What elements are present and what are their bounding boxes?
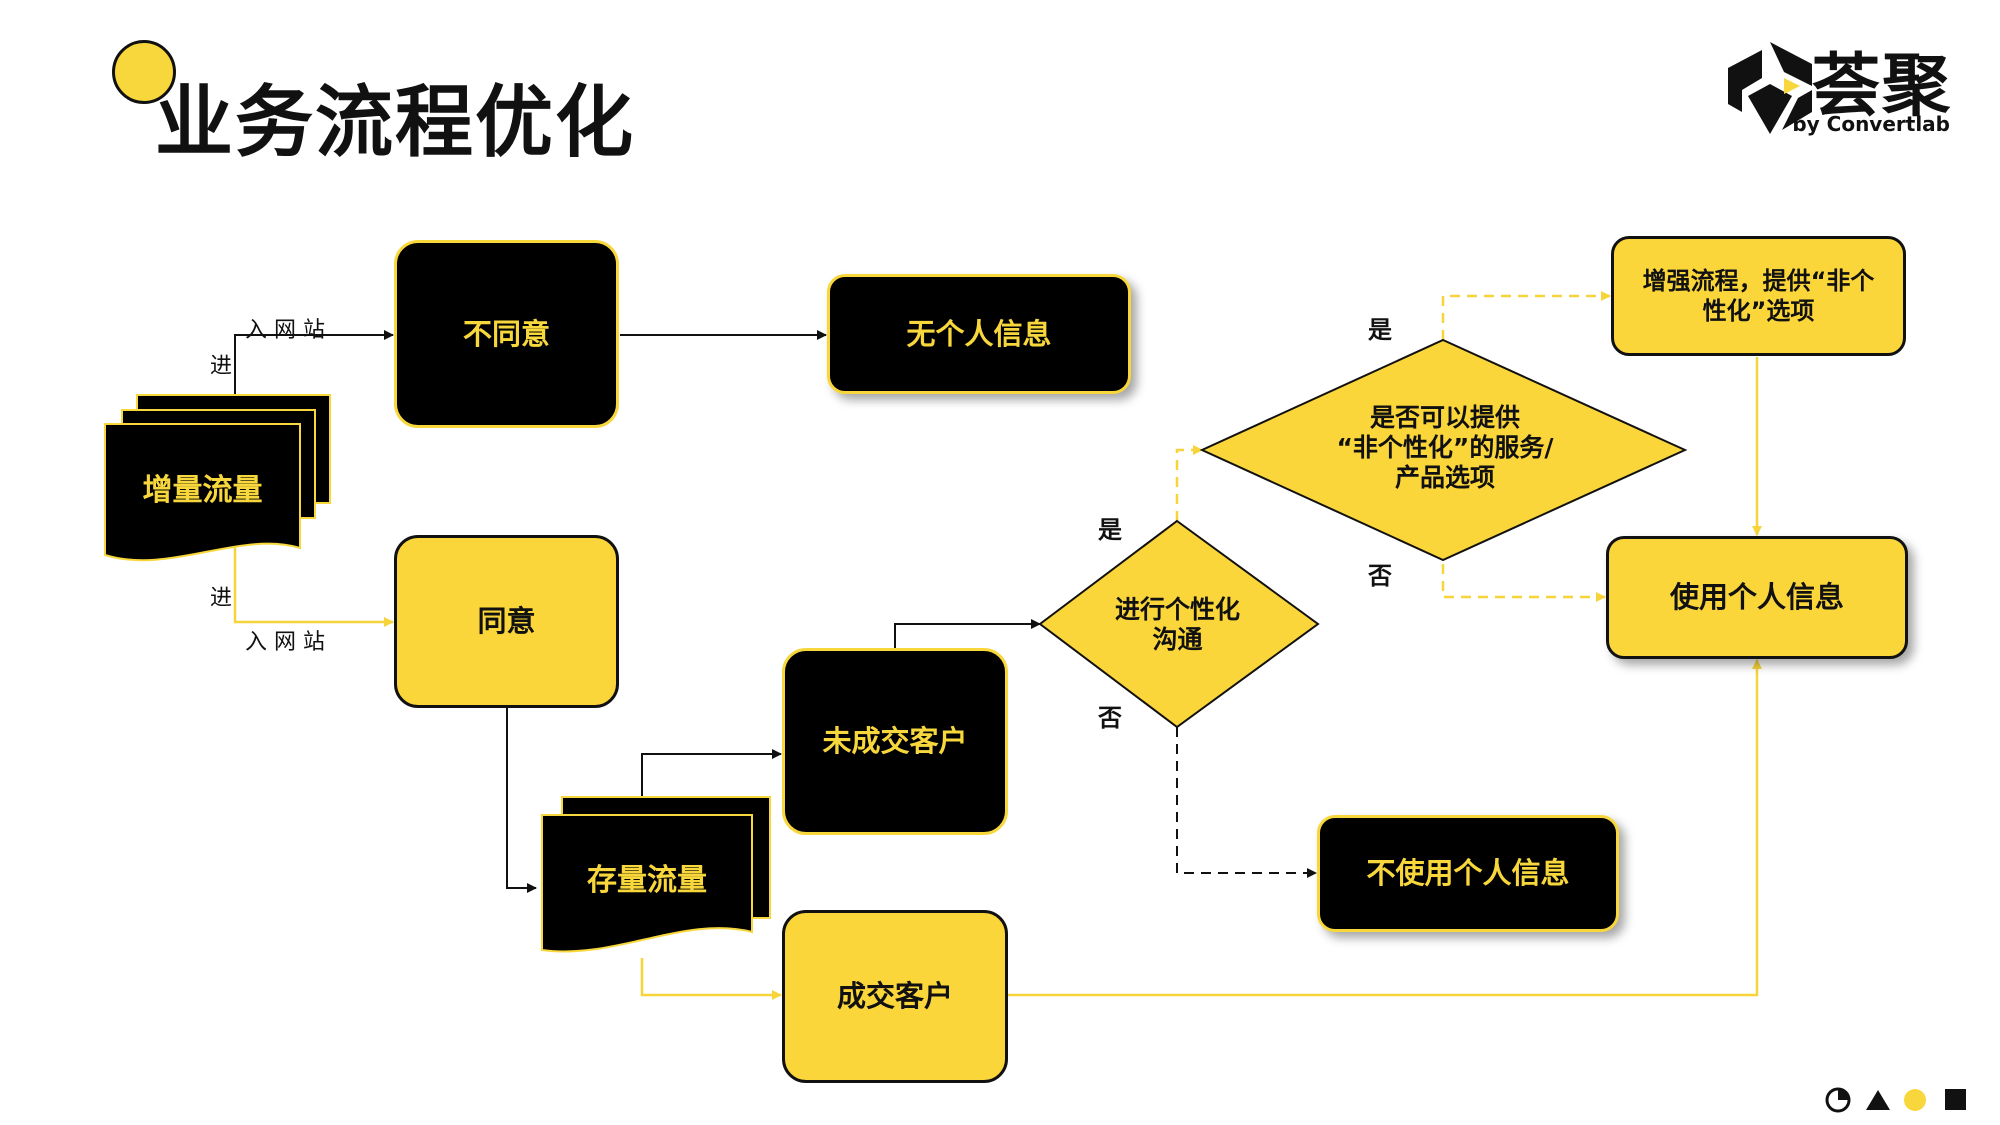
node-disagree: 不同意 [394,240,619,428]
square-icon [1945,1089,1966,1110]
decision-nonpersonalized-shape [1199,338,1688,562]
brand-subtitle: by Convertlab [1792,112,1950,136]
edge-agree-stock [506,708,537,893]
node-use-personal-info: 使用个人信息 [1606,536,1908,659]
edge-unconverted-comm [894,619,1041,648]
edge-stock-unconverted [641,749,782,797]
circle-icon [1904,1089,1926,1111]
brand-logo-icon [1728,42,1812,134]
stock-traffic-shape [541,796,771,953]
label-comm-no: 否 [1098,704,1122,732]
edge-converted-useinfo [1008,659,1762,997]
node-incremental-traffic: 增量流量 [142,473,263,508]
title-decoration-circle [112,40,176,104]
incremental-traffic-shape [104,394,331,562]
decision-personalized-shape [1038,519,1320,729]
label-into-site-bottom: 入 网 站 [245,630,325,655]
label-decision-no: 否 [1368,562,1392,590]
edge-incremental-disagree [234,330,394,398]
edge-decision-useinfo [1441,564,1606,602]
edge-incremental-agree [233,545,394,627]
node-converted-customer: 成交客户 [782,910,1008,1083]
label-decision-yes: 是 [1368,316,1392,344]
node-non-personalized-option: 是否可以提供 “非个性化”的服务/ 产品选项 [1336,403,1554,492]
node-no-personal-info: 无个人信息 [827,274,1131,394]
node-stock-traffic: 存量流量 [587,863,707,898]
edge-comm-decision [1175,445,1203,521]
triangle-icon [1866,1090,1890,1110]
node-unconverted-customer: 未成交客户 [782,648,1008,835]
node-enhance-process: 增强流程，提供“非个 性化”选项 [1611,236,1906,356]
label-enter-bottom: 进 [210,586,233,611]
node-agree: 同意 [394,535,619,708]
edge-comm-notuse [1176,727,1317,878]
node-personalized-comm: 进行个性化 沟通 [1114,595,1240,654]
node-not-use-personal-info: 不使用个人信息 [1317,815,1619,932]
label-comm-yes: 是 [1098,516,1122,544]
brand-name: 荟聚 [1811,47,1952,126]
label-enter-top: 进 [210,354,233,379]
edge-decision-enhance [1441,291,1611,340]
pie-icon [1825,1087,1851,1113]
label-into-site-top: 入 网 站 [245,318,325,343]
page-title: 业务流程优化 [155,78,636,168]
edge-stock-converted [640,958,782,1000]
